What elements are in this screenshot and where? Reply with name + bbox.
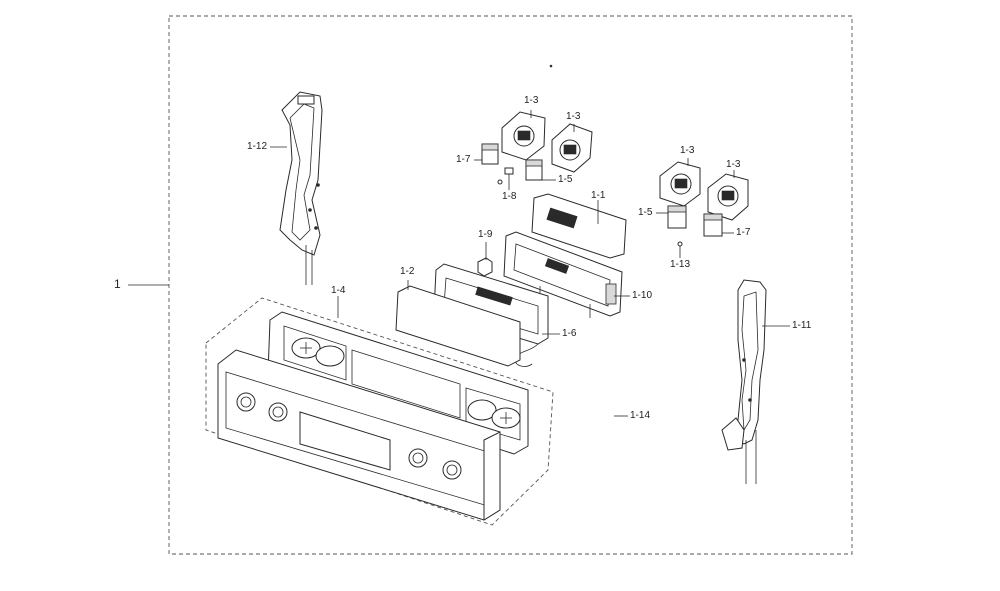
clip bbox=[477, 257, 493, 277]
side-bracket-left bbox=[279, 91, 323, 285]
callout-assembly: 1 bbox=[114, 277, 121, 291]
control-board bbox=[503, 231, 623, 318]
side-bracket-right bbox=[721, 279, 767, 484]
callout-1-3-a: 1-3 bbox=[524, 95, 539, 106]
front-panel bbox=[217, 349, 501, 521]
callout-1-13: 1-13 bbox=[670, 259, 691, 270]
callout-1-6: 1-6 bbox=[562, 328, 577, 339]
callout-1-12: 1-12 bbox=[247, 141, 268, 152]
overlay-panel bbox=[395, 285, 521, 367]
knob-cluster-upper-left bbox=[481, 111, 593, 185]
callout-1-14: 1-14 bbox=[630, 410, 651, 421]
callout-1-10: 1-10 bbox=[632, 290, 653, 301]
control-panel-boundary bbox=[205, 297, 554, 526]
callout-1-4: 1-4 bbox=[331, 285, 346, 296]
callout-1-3-c: 1-3 bbox=[680, 145, 695, 156]
callout-1-1: 1-1 bbox=[591, 190, 606, 201]
callout-1-7-b: 1-7 bbox=[736, 227, 751, 238]
callout-1-9: 1-9 bbox=[478, 229, 493, 240]
display-cover bbox=[531, 193, 627, 259]
callout-1-8: 1-8 bbox=[502, 191, 517, 202]
callout-1-2: 1-2 bbox=[400, 266, 415, 277]
callout-1-3-d: 1-3 bbox=[726, 159, 741, 170]
callout-1-3-b: 1-3 bbox=[566, 111, 581, 122]
knob-cluster-right bbox=[659, 161, 749, 247]
callout-1-5-b: 1-5 bbox=[638, 207, 653, 218]
callout-1-11: 1-11 bbox=[792, 320, 812, 331]
control-panel-frame bbox=[267, 311, 529, 455]
callout-1-7-a: 1-7 bbox=[456, 154, 471, 165]
callout-1-5-a: 1-5 bbox=[558, 174, 573, 185]
